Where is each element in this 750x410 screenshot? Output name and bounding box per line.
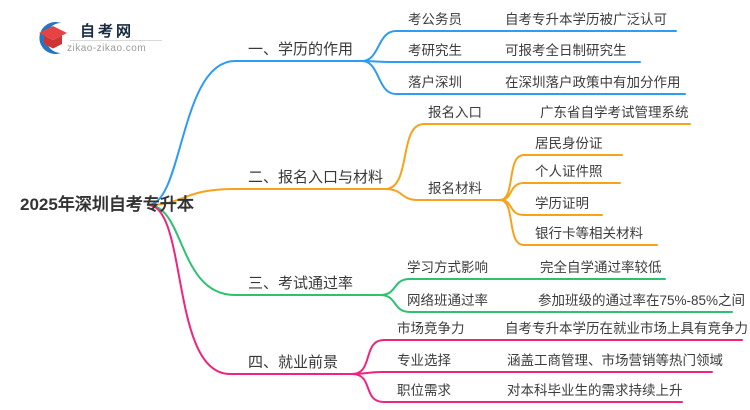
branch3-child2-value: 参加班级的通过率在75%-85%之间 <box>538 293 746 308</box>
branch4-child1-label: 市场竞争力 <box>397 321 465 336</box>
logo-subtitle: zikao-zikao.com <box>67 43 147 54</box>
branch4-child2-value: 涵盖工商管理、市场营销等热门领域 <box>507 353 723 368</box>
branch4-child2-label: 专业选择 <box>397 353 451 368</box>
branch1-child1-label: 考公务员 <box>408 12 462 27</box>
logo-crescent-shape <box>39 22 61 54</box>
branch1-child1-value: 自考专升本学历被广泛认可 <box>505 12 667 27</box>
branch2-child2-label: 报名材料 <box>428 181 482 196</box>
root-node: 2025年深圳自考专升本 <box>20 195 194 214</box>
graduation-cap-logo-icon <box>39 22 67 54</box>
branch3-child2-label: 网络班通过率 <box>407 293 488 308</box>
branch4-label: 四、就业前景 <box>248 354 339 371</box>
branch1-child2-label: 考研究生 <box>408 43 462 58</box>
branch3-child1-value: 完全自学通过率较低 <box>540 260 662 275</box>
edge-branch1-row2 <box>361 60 641 63</box>
branch1-child3-value: 在深圳落户政策中有加分作用 <box>505 75 681 90</box>
material-item-3: 学历证明 <box>535 196 589 211</box>
branch2-label: 二、报名入口与材料 <box>248 169 384 186</box>
logo-title: 自考网 <box>80 23 135 40</box>
branch2-child1-value: 广东省自学考试管理系统 <box>540 105 689 120</box>
logo-divider <box>70 40 162 41</box>
branch4-child3-label: 职位需求 <box>397 383 451 398</box>
material-item-4: 银行卡等相关材料 <box>535 226 643 241</box>
branch3-child1-label: 学习方式影响 <box>407 260 488 275</box>
branch4-child3-value: 对本科毕业生的需求持续上升 <box>507 383 683 398</box>
logo-cap-base-shape <box>44 35 62 49</box>
zikao-logo: 自考网 zikao-zikao.com <box>36 16 186 62</box>
edge-branch4-row2 <box>351 371 713 375</box>
material-item-1: 居民身份证 <box>535 136 603 151</box>
branch4-child1-value: 自考专升本学历在就业市场上具有竞争力 <box>505 321 748 336</box>
branch1-child3-label: 落户深圳 <box>408 75 462 90</box>
branch1-child2-value: 可报考全日制研究生 <box>505 43 627 58</box>
branch2-child1-label: 报名入口 <box>428 105 482 120</box>
material-item-2: 个人证件照 <box>535 164 603 179</box>
branch3-label: 三、考试通过率 <box>248 275 354 292</box>
branch1-label: 一、学历的作用 <box>248 41 354 58</box>
